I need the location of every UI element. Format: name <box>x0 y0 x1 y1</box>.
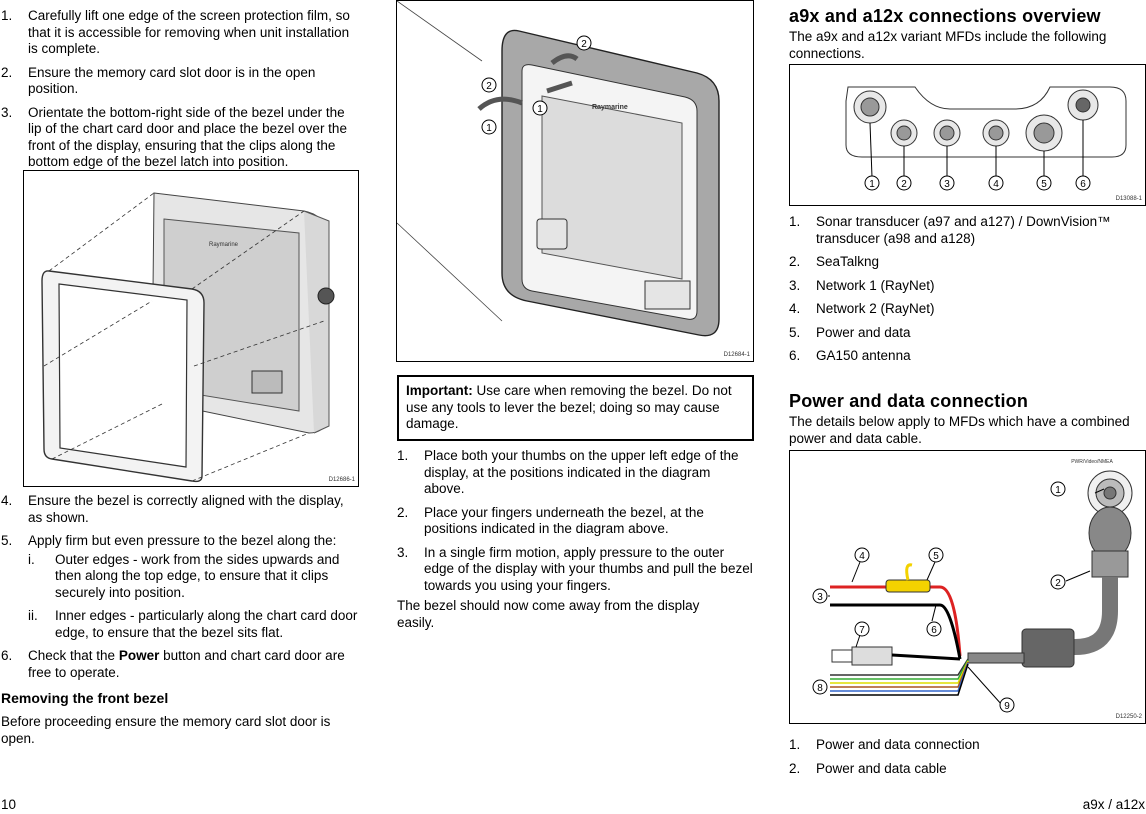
list-item: 6.Check that the Power button and chart … <box>1 648 345 680</box>
callout: 2 <box>481 77 497 93</box>
bezel-fitting-illustration: Raymarine <box>41 192 335 483</box>
power-data-figure: PWR/Video/NMEA <box>789 450 1146 724</box>
list-item: 4.Ensure the bezel is correctly aligned … <box>1 493 344 525</box>
svg-text:6: 6 <box>1080 179 1086 190</box>
callout: 2 <box>576 35 592 51</box>
list-item: 4.Network 2 (RayNet) <box>789 301 935 316</box>
callout: 1 <box>864 175 880 191</box>
callout: 2 <box>1050 574 1066 590</box>
callout: 3 <box>939 175 955 191</box>
bezel-fitting-figure: Raymarine D12686-1 <box>23 170 359 487</box>
callout: 1 <box>532 100 548 116</box>
section-heading: Power and data connection <box>789 391 1029 411</box>
callout: 4 <box>854 547 870 563</box>
important-label: Important: <box>406 383 473 398</box>
callout: 6 <box>1075 175 1091 191</box>
list-item: 1.Carefully lift one edge of the screen … <box>1 8 350 56</box>
important-text: Use care when removing the bezel. Do not… <box>406 383 732 431</box>
list-item: 5.Apply firm but even pressure to the be… <box>1 533 361 641</box>
important-note: Important: Use care when removing the be… <box>397 375 754 441</box>
list-item: 2.Ensure the memory card slot door is in… <box>1 64 316 97</box>
svg-text:2: 2 <box>581 39 587 50</box>
svg-text:1: 1 <box>1055 485 1061 496</box>
callout: 6 <box>926 621 942 637</box>
svg-text:6: 6 <box>931 625 937 636</box>
list-item: 1.Place both your thumbs on the upper le… <box>397 448 739 496</box>
svg-text:3: 3 <box>817 592 823 603</box>
list-item: 2.Power and data cable <box>789 760 947 776</box>
figure-code: D12686-1 <box>328 477 355 483</box>
callout: 3 <box>812 588 828 604</box>
list-item: 2.Place your fingers underneath the beze… <box>397 504 704 537</box>
list-item: i.Outer edges - work from the sides upwa… <box>28 551 340 600</box>
svg-text:4: 4 <box>993 179 999 190</box>
connections-figure: 1 2 3 4 5 6 D13088-1 <box>789 64 1146 206</box>
figure-code: D13088-1 <box>1115 196 1142 202</box>
product-name: a9x / a12x <box>1082 797 1145 812</box>
callout: 8 <box>812 679 828 695</box>
figure-code: D12250-2 <box>1115 714 1142 720</box>
list-item: 5.Power and data <box>789 324 911 340</box>
power-cable-illustration: PWR/Video/NMEA <box>812 459 1133 713</box>
list-item: 1.Power and data connection <box>789 737 980 752</box>
install-steps-top: 1.Carefully lift one edge of the screen … <box>1 8 361 178</box>
list-item: ii.Inner edges - particularly along the … <box>28 608 358 640</box>
callout: 2 <box>896 175 912 191</box>
paragraph: Before proceeding ensure the memory card… <box>1 714 331 746</box>
list-item: 3.In a single firm motion, apply pressur… <box>397 544 753 593</box>
svg-text:2: 2 <box>1055 578 1061 589</box>
svg-text:8: 8 <box>817 683 823 694</box>
bezel-removal-figure: Raymarine 2 2 1 1 D12684-1 <box>396 0 754 362</box>
svg-text:5: 5 <box>1041 179 1047 190</box>
paragraph: The bezel should now come away from the … <box>397 598 700 630</box>
svg-text:5: 5 <box>933 551 939 562</box>
connections-list: 1.Sonar transducer (a97 and a127) / Down… <box>789 214 1144 372</box>
list-item: 1.Sonar transducer (a97 and a127) / Down… <box>789 214 1111 246</box>
callout: 5 <box>928 547 944 563</box>
connector-panel-illustration: 1 2 3 4 5 6 <box>845 86 1127 191</box>
svg-text:1: 1 <box>869 179 875 190</box>
callout: 1 <box>1050 481 1066 497</box>
list-item: 6.GA150 antenna <box>789 348 911 363</box>
svg-text:2: 2 <box>901 179 907 190</box>
svg-text:4: 4 <box>859 551 865 562</box>
install-steps-bottom: 4.Ensure the bezel is correctly aligned … <box>1 493 361 688</box>
svg-text:7: 7 <box>859 625 865 636</box>
svg-text:9: 9 <box>1004 701 1010 712</box>
callout: 7 <box>854 621 870 637</box>
page-number: 10 <box>1 797 17 812</box>
section-heading: Removing the front bezel <box>1 690 169 706</box>
callout: 9 <box>999 697 1015 713</box>
bezel-removal-illustration: Raymarine 2 2 1 1 <box>397 1 720 337</box>
connector-label: PWR/Video/NMEA <box>1071 459 1113 465</box>
section-heading: a9x and a12x connections overview <box>789 6 1101 26</box>
sub-steps: i.Outer edges - work from the sides upwa… <box>28 552 361 642</box>
list-item: 3.Orientate the bottom-right side of the… <box>1 104 347 170</box>
brand-logo: Raymarine <box>592 104 628 111</box>
callout: 4 <box>988 175 1004 191</box>
svg-text:1: 1 <box>486 123 492 134</box>
list-item: 3.Network 1 (RayNet) <box>789 277 935 293</box>
svg-text:2: 2 <box>486 81 492 92</box>
svg-text:3: 3 <box>944 179 950 190</box>
callout: 5 <box>1036 175 1052 191</box>
callout: 1 <box>481 119 497 135</box>
removal-steps: 1.Place both your thumbs on the upper le… <box>397 448 753 601</box>
paragraph: The details below apply to MFDs which ha… <box>789 414 1130 446</box>
svg-text:Raymarine: Raymarine <box>209 242 239 248</box>
figure-code: D12684-1 <box>723 352 750 358</box>
list-item: 2.SeaTalkng <box>789 254 880 269</box>
power-items-list: 1.Power and data connection 2.Power and … <box>789 737 1144 784</box>
paragraph: The a9x and a12x variant MFDs include th… <box>789 29 1107 61</box>
svg-text:1: 1 <box>537 104 543 115</box>
